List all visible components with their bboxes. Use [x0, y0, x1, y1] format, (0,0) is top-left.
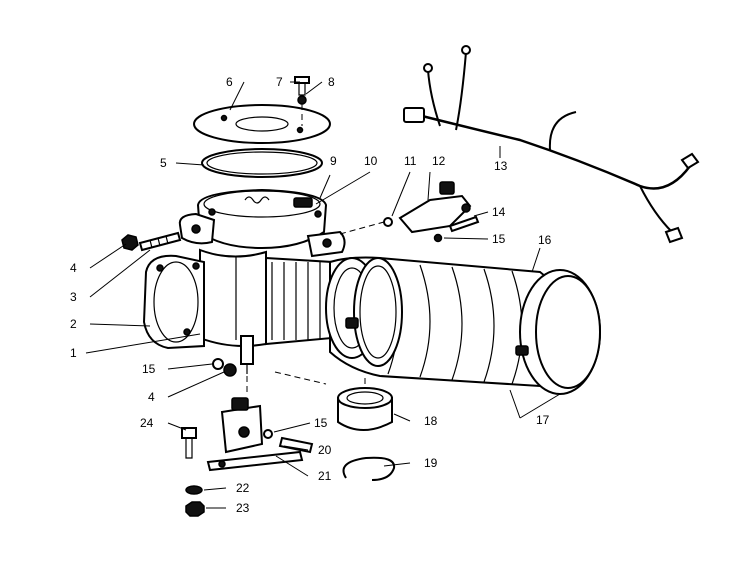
- sensor-unit: [339, 181, 480, 243]
- idle-valve-cap: [337, 387, 393, 431]
- callout-15: 15: [314, 416, 328, 430]
- callout-7: 7: [276, 75, 283, 89]
- callout-4: 4: [70, 261, 77, 275]
- lower-washer: [212, 358, 224, 370]
- hex-nut: [185, 501, 205, 517]
- flange-gasket: [142, 254, 205, 350]
- circlip: [342, 456, 396, 481]
- bracket-assembly: [181, 371, 327, 472]
- callout-19: 19: [424, 456, 438, 470]
- cover-plate: [193, 104, 331, 144]
- callout-16: 16: [538, 233, 552, 247]
- callout-24: 24: [140, 416, 154, 430]
- lower-nut: [223, 363, 237, 377]
- callout-labels: 1 2 3 4 4 5 6 7 8 9 10 11 12 13 14 15 15…: [70, 75, 552, 515]
- main-housing: [199, 248, 333, 374]
- wiring-harness: [403, 45, 700, 244]
- callout-21: 21: [318, 469, 332, 483]
- callout-15: 15: [492, 232, 506, 246]
- callout-14: 14: [492, 205, 506, 219]
- callout-5: 5: [160, 156, 167, 170]
- callout-9: 9: [330, 154, 337, 168]
- callout-18: 18: [424, 414, 438, 428]
- callout-20: 20: [318, 443, 332, 457]
- callout-2: 2: [70, 317, 77, 331]
- callout-11: 11: [404, 154, 417, 168]
- callout-22: 22: [236, 481, 250, 495]
- upper-flange-housing: [196, 188, 328, 250]
- stud-and-nut: [121, 231, 182, 252]
- callout-10: 10: [364, 154, 378, 168]
- callout-1: 1: [70, 346, 77, 360]
- callout-12: 12: [432, 154, 446, 168]
- callout-13: 13: [494, 159, 508, 173]
- callout-4: 4: [148, 390, 155, 404]
- gasket-ring: [201, 148, 323, 178]
- callout-3: 3: [70, 290, 77, 304]
- spring-washer: [185, 485, 203, 495]
- leader-lines: [85, 81, 561, 509]
- callout-6: 6: [226, 75, 233, 89]
- hose-clamps: [345, 257, 601, 395]
- callout-23: 23: [236, 501, 250, 515]
- callout-17: 17: [536, 413, 550, 427]
- callout-15: 15: [142, 362, 156, 376]
- callout-8: 8: [328, 75, 335, 89]
- parts-drawing: [121, 45, 700, 517]
